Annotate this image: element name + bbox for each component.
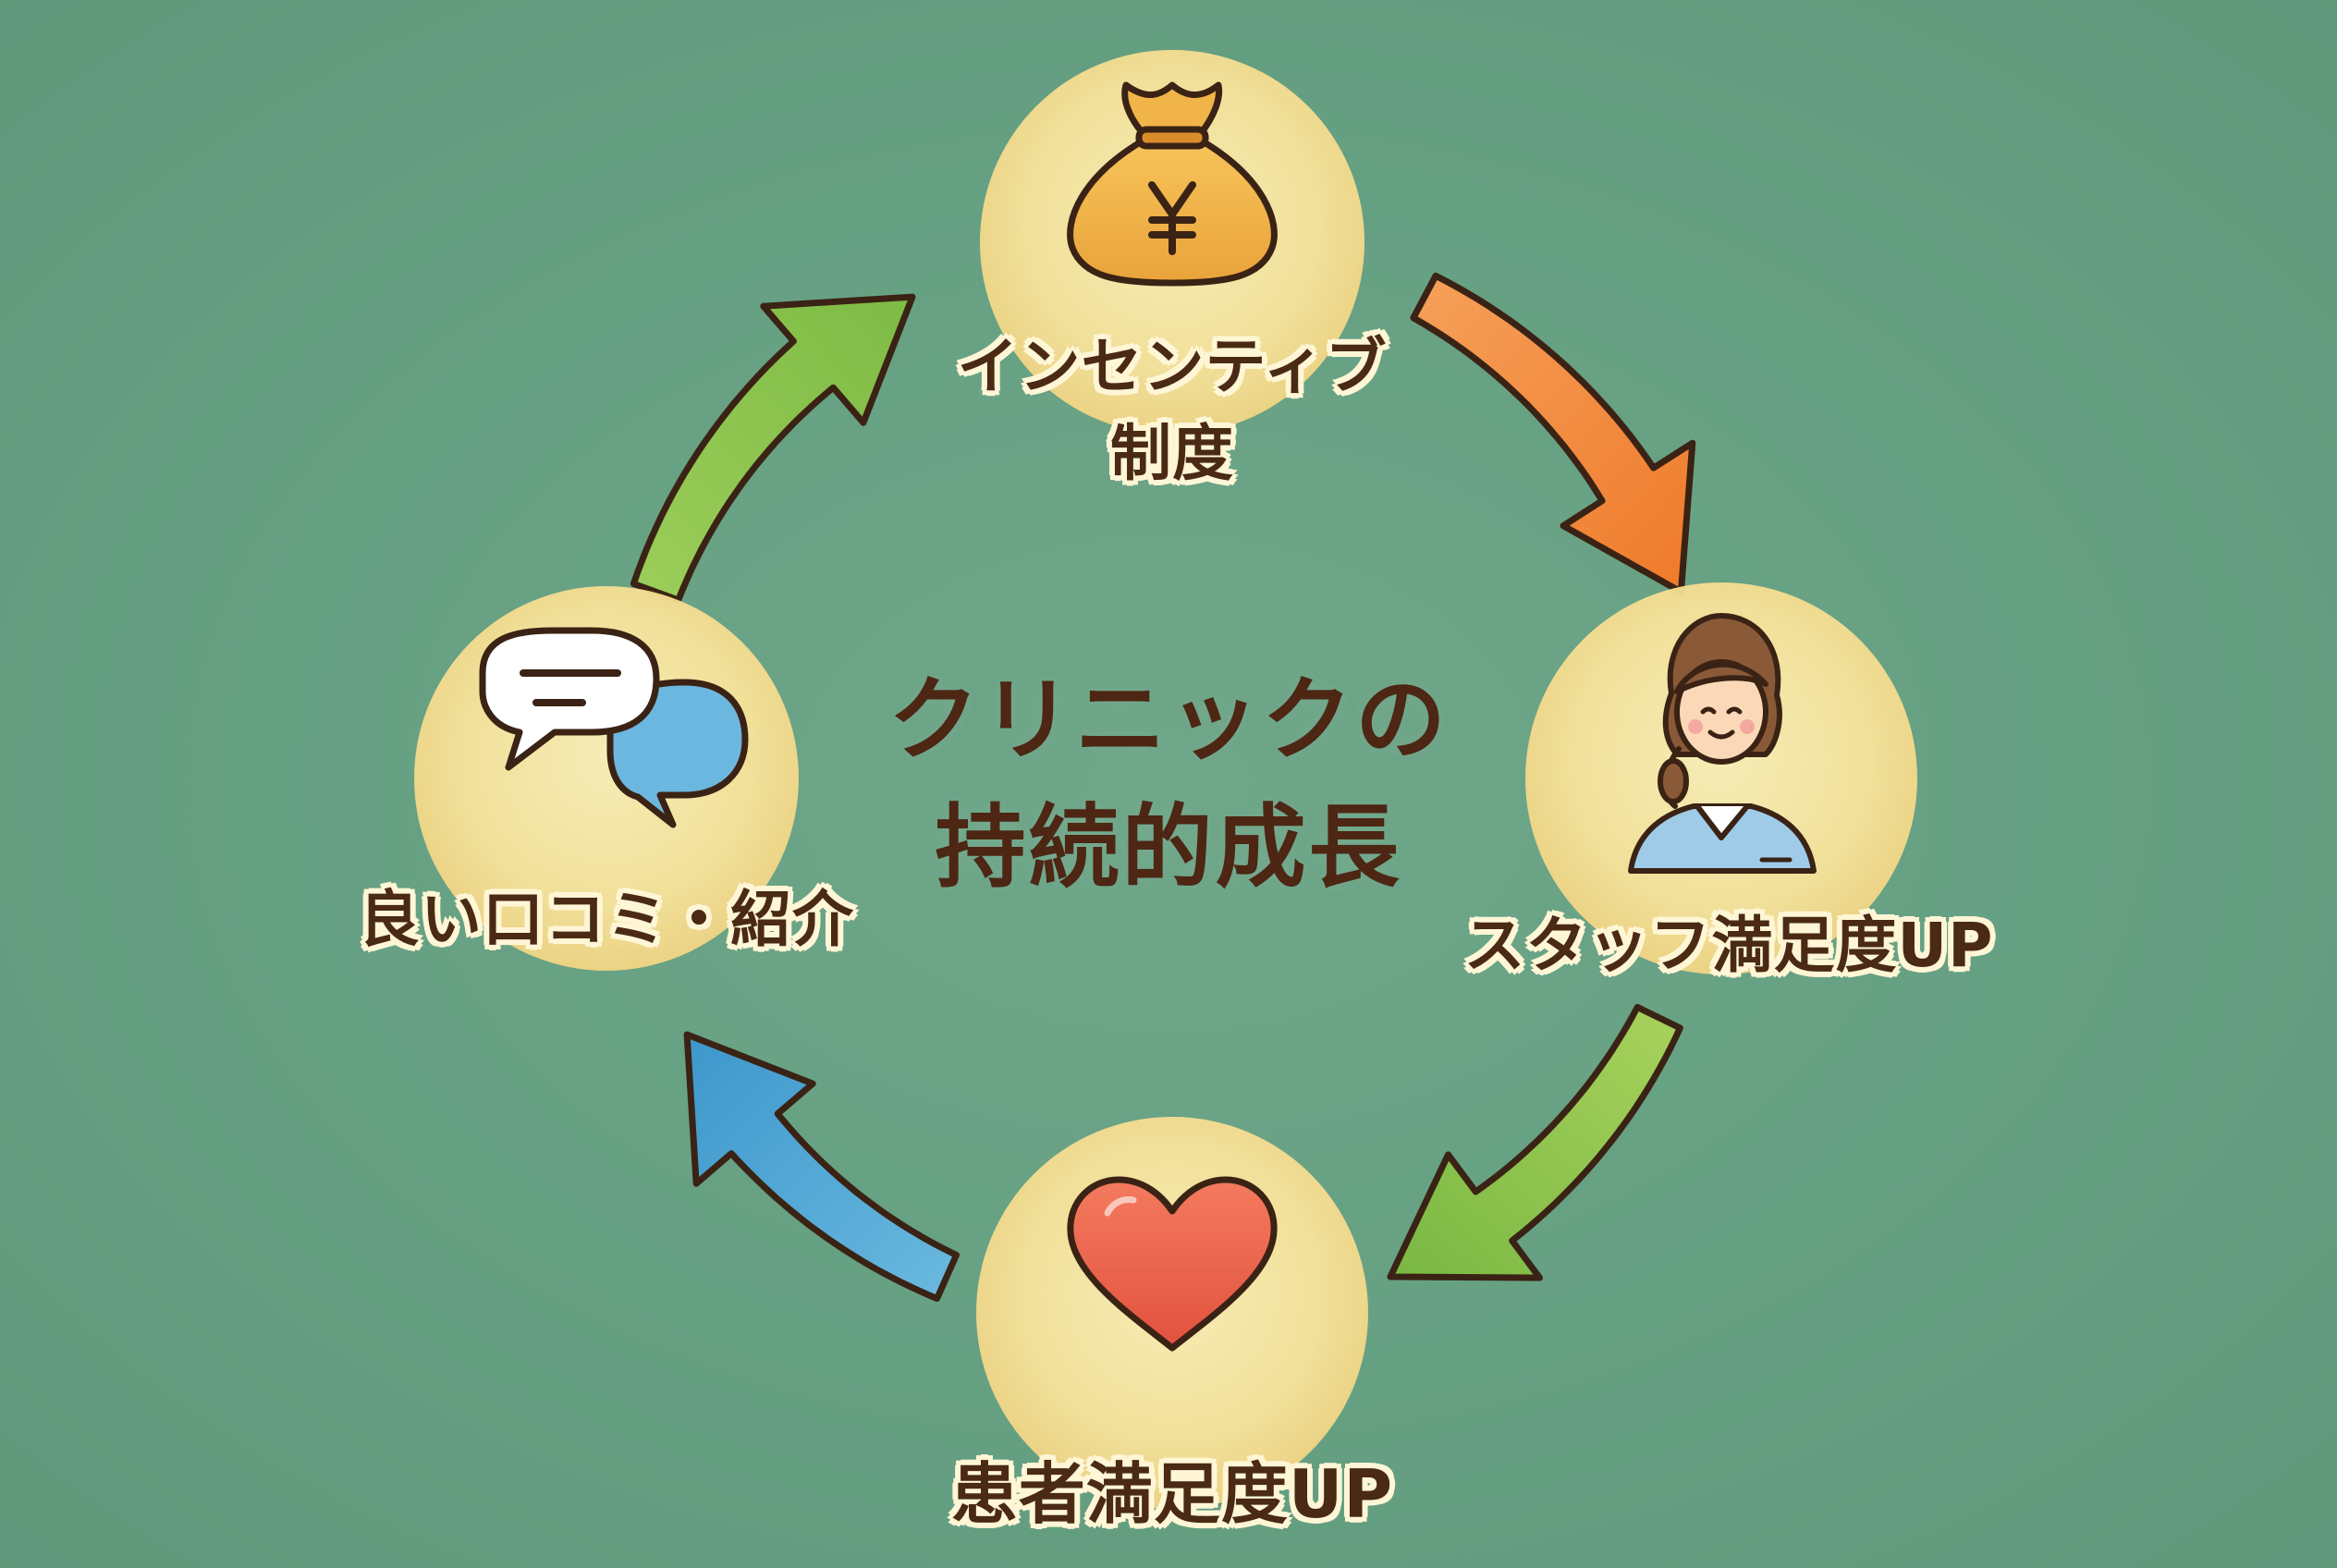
cycle-arrows <box>630 272 1696 1302</box>
money-bag-icon <box>1067 81 1278 287</box>
arrow-review-to-incentive <box>630 293 916 604</box>
node-top-label-line1: インセンティブ <box>957 331 1388 402</box>
node-right-label: スタッフ満足度UP <box>1414 904 2043 987</box>
node-bottom-label-text: 患者満足度UP <box>950 1455 1394 1533</box>
node-top-label: インセンティブ 制度 <box>895 324 1450 497</box>
heart-icon <box>1067 1176 1278 1352</box>
center-title-line2: 持続的成長 <box>935 795 1402 900</box>
center-title-line1: クリニックの <box>887 668 1449 773</box>
arrow-patient-to-review <box>683 1031 960 1302</box>
node-right-label-text: スタッフ満足度UP <box>1463 910 1994 981</box>
center-title: クリニックの 持続的成長 <box>799 656 1538 912</box>
arrow-staff-to-patient <box>1387 1003 1683 1281</box>
arrow-incentive-to-staff <box>1410 272 1696 595</box>
node-left-label-text: 良い口コミ・紹介 <box>359 884 854 955</box>
node-left-label: 良い口コミ・紹介 <box>301 878 912 962</box>
node-right-circle <box>1525 582 1917 974</box>
staff-icon <box>1628 613 1817 874</box>
speech-bubbles-icon <box>479 627 749 828</box>
node-top-label-line2: 制度 <box>1110 418 1234 489</box>
node-bottom-label: 患者満足度UP <box>849 1450 1496 1538</box>
